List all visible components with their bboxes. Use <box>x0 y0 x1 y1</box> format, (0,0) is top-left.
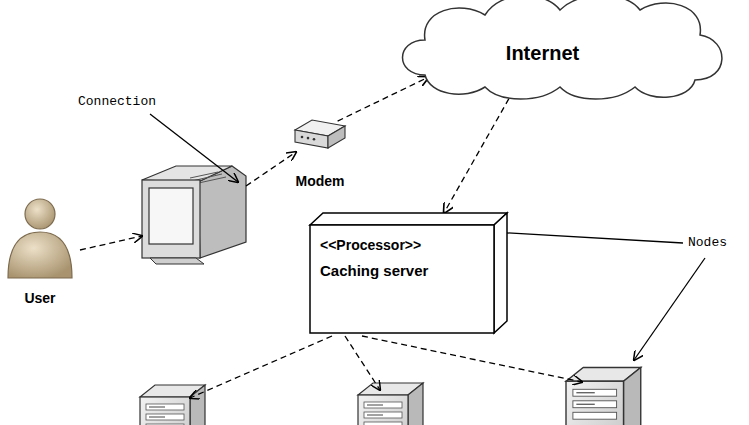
server-icon <box>566 367 641 425</box>
user-shape <box>2 192 78 307</box>
dependency-arrow <box>444 99 509 213</box>
leader-line <box>634 258 705 360</box>
node-box <box>310 213 507 333</box>
server-icon <box>140 385 205 425</box>
user-icon <box>8 199 72 278</box>
monitor-base <box>150 258 204 264</box>
node-text: Internet <box>506 42 579 65</box>
modem-node: Modem <box>280 108 360 190</box>
actor-node: User <box>2 192 78 307</box>
modem-icon <box>295 120 345 148</box>
cloud-node: Internet <box>395 0 730 103</box>
monitor-case <box>198 166 246 258</box>
monitor-bezel <box>142 180 200 258</box>
processor-node: <<Processor>> Caching server <box>310 213 507 333</box>
node-text: Caching server <box>320 262 497 279</box>
server-link <box>190 336 332 398</box>
monitor-icon <box>142 166 246 264</box>
callout-label: Connection <box>78 94 156 109</box>
server-link <box>345 336 380 390</box>
dependency-arrow <box>338 77 429 121</box>
callout-label: Nodes <box>688 235 727 250</box>
server-icon <box>358 383 423 425</box>
monitor-modem-connection <box>246 152 296 186</box>
node-text: Modem <box>296 173 345 190</box>
user-monitor-arrow <box>80 236 142 250</box>
leader-line <box>492 232 683 243</box>
leader-line <box>150 114 238 182</box>
monitor-screen <box>149 188 193 244</box>
node-text: User <box>24 290 55 307</box>
node-text: <<Processor>> <box>320 237 497 254</box>
server-link <box>362 336 582 382</box>
cloud-outline <box>403 0 722 99</box>
